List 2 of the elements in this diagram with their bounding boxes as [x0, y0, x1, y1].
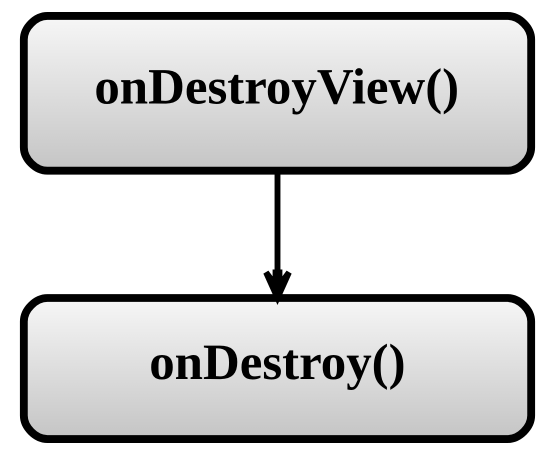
- node-box: onDestroy(): [20, 294, 536, 443]
- node-box: onDestroyView(): [20, 12, 536, 175]
